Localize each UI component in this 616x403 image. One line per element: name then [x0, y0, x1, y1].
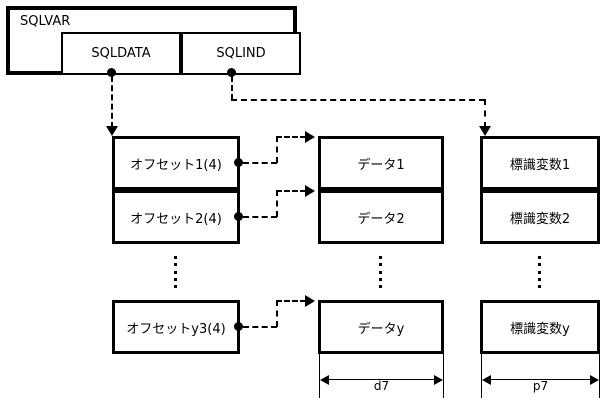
offset2-connector-arrow: [305, 185, 315, 197]
offset-ellipsis: [174, 256, 177, 288]
offset1-connector-h2: [276, 136, 306, 138]
offset3-connector-arrow: [305, 295, 315, 307]
sqlind-cell: SQLIND: [181, 32, 301, 75]
d7-label: d7: [373, 379, 390, 393]
offset1-pointer-dot: [234, 158, 243, 167]
sqlind-connector-arrow: [479, 126, 491, 136]
sqldata-connector-arrow: [106, 126, 118, 136]
d7-tick-right: [443, 354, 444, 398]
data-box-1: データ1: [318, 136, 444, 190]
d7-rule: [322, 379, 440, 380]
data-box-3: データy: [318, 300, 444, 354]
offset3-connector-h2: [276, 300, 306, 302]
offset2-connector-h2: [276, 190, 306, 192]
indicator-box-2: 標識変数2: [480, 190, 600, 244]
sqlind-connector-across: [231, 99, 485, 101]
offset-box-3: オフセットy3(4): [112, 300, 240, 354]
sqldata-connector-line: [111, 76, 113, 128]
sqlind-junction-dot: [227, 68, 236, 77]
p7-rule: [484, 379, 596, 380]
offset2-pointer-dot: [234, 212, 243, 221]
p7-arrow-left: [482, 375, 491, 385]
offset1-connector-h1: [243, 162, 277, 164]
p7-label: p7: [532, 379, 549, 393]
indicator-box-1: 標識変数1: [480, 136, 600, 190]
sqldata-cell: SQLDATA: [61, 32, 181, 75]
offset-box-2: オフセット2(4): [112, 190, 240, 244]
offset2-connector-h1: [243, 216, 277, 218]
indicator-box-3: 標識変数y: [480, 300, 600, 354]
sqlvar-box: SQLVAR SQLDATA SQLIND: [6, 6, 301, 75]
d7-tick-left: [319, 354, 320, 398]
sqlind-connector-down1: [231, 76, 233, 100]
offset3-pointer-dot: [234, 322, 243, 331]
offset2-connector-v: [276, 190, 278, 217]
data-ellipsis: [379, 256, 382, 288]
offset1-connector-arrow: [305, 131, 315, 143]
sqlind-connector-down2: [484, 99, 486, 128]
offset3-connector-v: [276, 300, 278, 327]
offset3-connector-h1: [243, 326, 277, 328]
p7-arrow-right: [590, 375, 599, 385]
sqldata-junction-dot: [107, 68, 116, 77]
indicator-ellipsis: [538, 256, 541, 288]
d7-arrow-right: [434, 375, 443, 385]
p7-tick-right: [599, 354, 600, 398]
offset1-connector-v: [276, 136, 278, 163]
d7-arrow-left: [320, 375, 329, 385]
sqlvar-label: SQLVAR: [20, 14, 71, 29]
offset-box-1: オフセット1(4): [112, 136, 240, 190]
p7-tick-left: [481, 354, 482, 398]
data-box-2: データ2: [318, 190, 444, 244]
